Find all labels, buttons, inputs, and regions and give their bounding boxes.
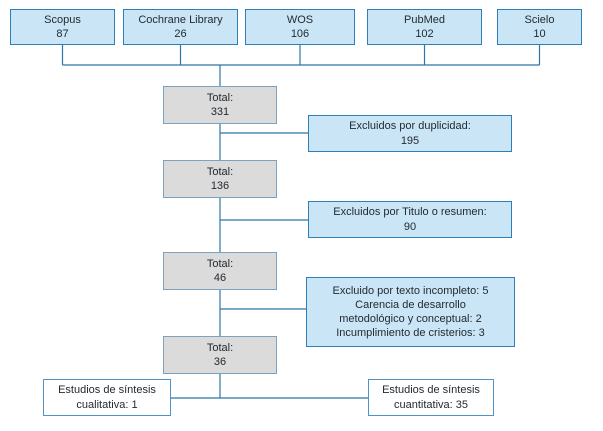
source-box-scopus: Scopus 87 xyxy=(10,9,115,45)
source-name: PubMed xyxy=(404,13,445,26)
outcome-line: cualitativa: 1 xyxy=(76,398,138,411)
connector-path xyxy=(61,45,541,399)
total-box-46: Total: 46 xyxy=(163,252,277,290)
source-box-cochrane-library: Cochrane Library 26 xyxy=(123,9,238,45)
total-label: Total: xyxy=(206,341,234,354)
source-count: 26 xyxy=(174,28,187,40)
exclusion-line: Excluidos por duplicidad: xyxy=(349,120,471,133)
total-count: 46 xyxy=(213,272,227,284)
source-box-scielo: Scielo 10 xyxy=(497,9,582,45)
source-name: WOS xyxy=(286,13,314,26)
total-label: Total: xyxy=(206,257,234,270)
source-box-wos: WOS 106 xyxy=(245,9,355,45)
total-label: Total: xyxy=(206,165,234,178)
exclusion-line: metodológico y conceptual: 2 xyxy=(339,313,482,325)
exclusion-line: Incumplimiento de cristerios: 3 xyxy=(336,327,485,340)
total-count: 36 xyxy=(213,356,227,368)
exclusion-line: Excluido por texto incompleto: 5 xyxy=(332,284,489,297)
exclusion-count: 90 xyxy=(403,220,417,233)
total-count: 331 xyxy=(210,106,230,118)
outcome-line: cuantitativa: 35 xyxy=(394,398,468,411)
source-count: 10 xyxy=(533,28,546,40)
source-name: Scopus xyxy=(44,13,81,26)
exclusion-line: Excluidos por Titulo o resumen: xyxy=(333,206,487,219)
source-count: 87 xyxy=(56,28,69,40)
source-count: 102 xyxy=(415,28,434,40)
total-box-136: Total: 136 xyxy=(163,160,277,198)
outcome-box-qualitative: Estudios de síntesis cualitativa: 1 xyxy=(43,379,171,416)
source-name: Scielo xyxy=(524,13,555,26)
source-box-pubmed: PubMed 102 xyxy=(367,9,482,45)
total-box-331: Total: 331 xyxy=(163,86,277,124)
total-label: Total: xyxy=(206,91,234,104)
exclusion-line: Carencia de desarrollo xyxy=(355,298,466,311)
source-name: Cochrane Library xyxy=(138,13,223,26)
total-count: 136 xyxy=(210,180,230,192)
total-box-36: Total: 36 xyxy=(163,336,277,374)
exclusion-box-duplicates: Excluidos por duplicidad: 195 xyxy=(308,115,512,152)
exclusion-box-fulltext-criteria: Excluido por texto incompleto: 5 Carenci… xyxy=(306,277,515,347)
outcome-box-quantitative: Estudios de síntesis cuantitativa: 35 xyxy=(368,379,494,416)
exclusion-box-title-abstract: Excluidos por Titulo o resumen: 90 xyxy=(308,201,512,238)
exclusion-count: 195 xyxy=(400,134,420,147)
outcome-line: Estudios de síntesis xyxy=(382,384,480,397)
outcome-line: Estudios de síntesis xyxy=(58,384,156,397)
source-count: 106 xyxy=(290,28,310,40)
